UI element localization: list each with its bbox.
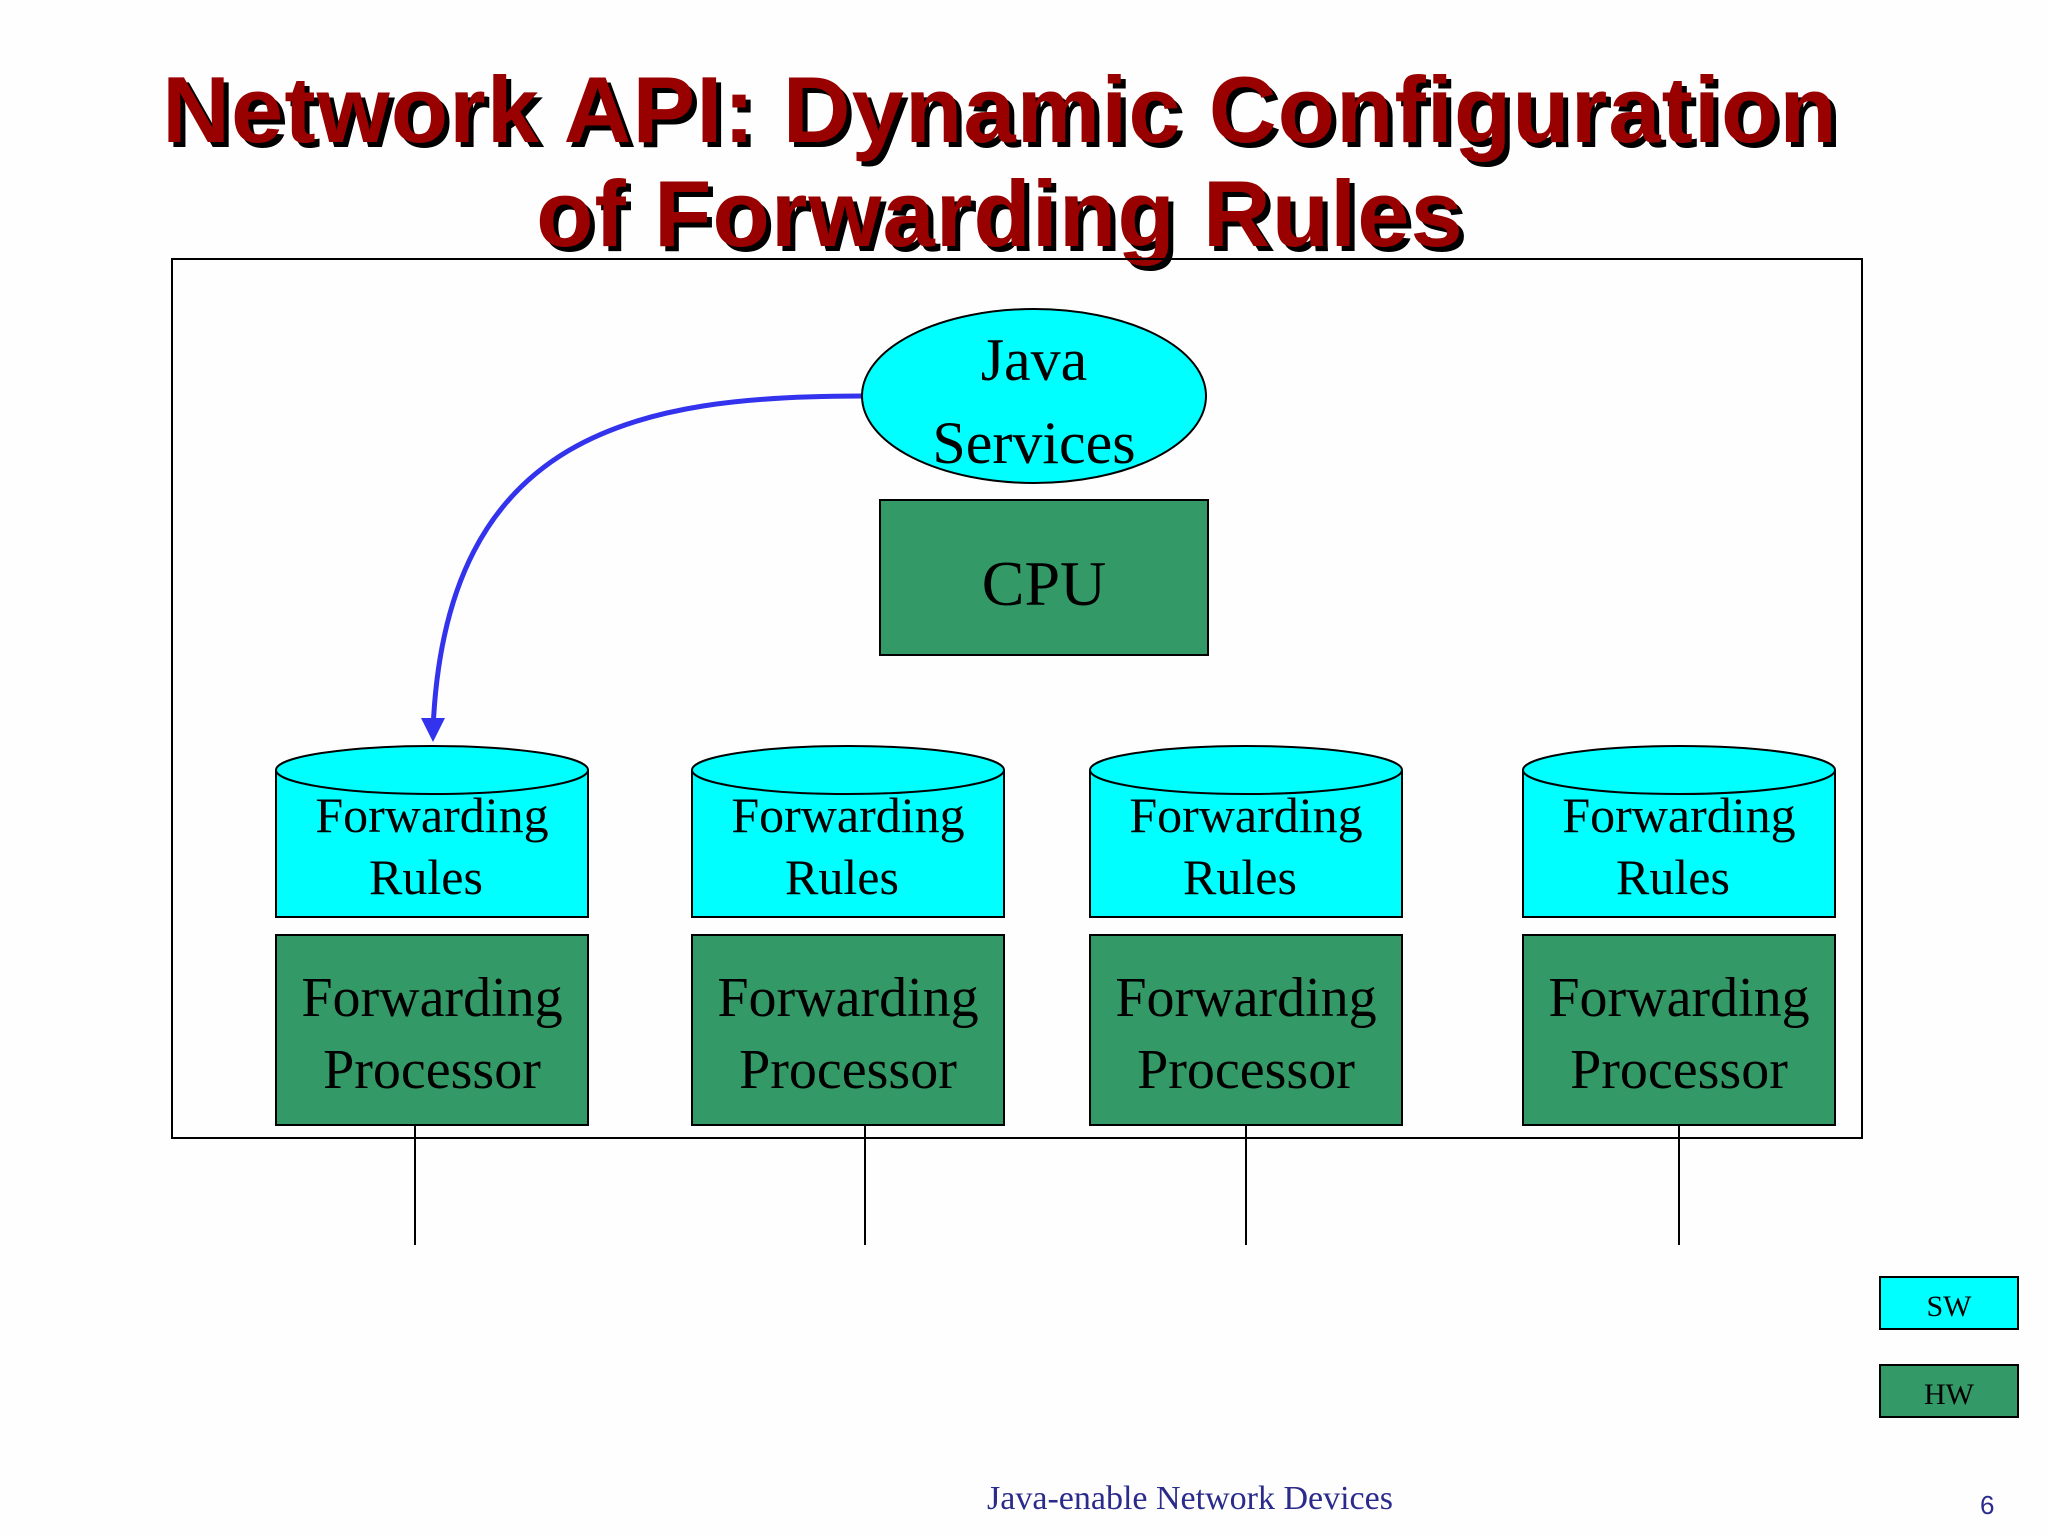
slide-footer: Java-enable Network Devices [987,1480,1393,1517]
legend-hw-label: HW [1924,1378,1975,1411]
rules-label-line-2: Rules [1616,849,1730,905]
cpu-node: CPU [879,499,1209,656]
rules-label-line-1: Forwarding [1129,787,1362,843]
processor-label-line-1: Forwarding [717,967,978,1029]
rules-label-line-2: Rules [785,849,899,905]
page-number: 6 [1980,1490,1995,1520]
processor-box [691,934,1005,1126]
rules-cylinder-body [275,770,589,918]
rules-label-line-1: Forwarding [315,787,548,843]
java-services-node: Java Services [861,308,1207,484]
forwarding-columns: ForwardingRulesForwardingProcessorForwar… [275,745,1836,1245]
processor-label-line-1: Forwarding [1548,967,1809,1029]
rules-label-line-1: Forwarding [731,787,964,843]
title-line-1: Network API: Dynamic Configuration [162,57,1838,162]
rules-cylinder-top [1522,745,1836,795]
rules-label-line-2: Rules [369,849,483,905]
rules-label-line-2: Rules [1183,849,1297,905]
rules-cylinder-top [1089,745,1403,795]
processor-box [1089,934,1403,1126]
config-arrow [430,393,863,731]
processor-label-line-2: Processor [1137,1039,1355,1101]
java-services-line-1: Java [981,327,1088,393]
java-services-line-2: Services [932,410,1135,476]
legend-hw-swatch [1879,1364,2019,1418]
processor-label-line-2: Processor [1570,1039,1788,1101]
cpu-label: CPU [982,548,1107,619]
rules-cylinder-top [691,745,1005,795]
arrowhead-icon [421,718,445,742]
rules-cylinder-body [1522,770,1836,918]
title-line-2: of Forwarding Rules [536,161,1464,266]
legend: SW HW [1879,1276,2019,1418]
rules-label-line-1: Forwarding [1562,787,1795,843]
rules-cylinder-body [1089,770,1403,918]
rules-cylinder-body [691,770,1005,918]
processor-label-line-1: Forwarding [301,967,562,1029]
processor-label-line-2: Processor [739,1039,957,1101]
processor-box [1522,934,1836,1126]
slide-title: Network API: Dynamic Configuration of Fo… [0,58,2000,266]
device-boundary [171,258,1863,1139]
processor-label-line-2: Processor [323,1039,541,1101]
legend-sw-label: SW [1927,1290,1973,1323]
legend-sw-swatch [1879,1276,2019,1330]
rules-cylinder-top [275,745,589,795]
processor-box [275,934,589,1126]
processor-label-line-1: Forwarding [1115,967,1376,1029]
